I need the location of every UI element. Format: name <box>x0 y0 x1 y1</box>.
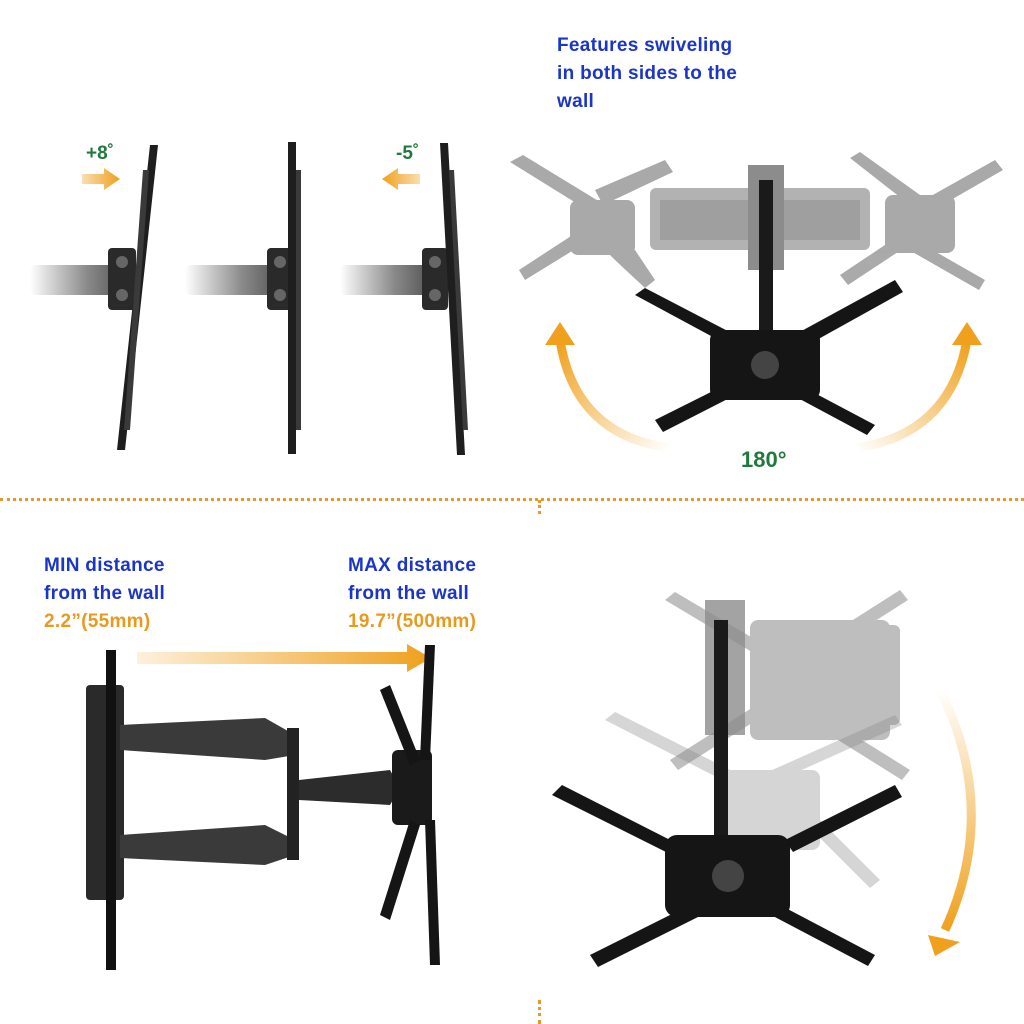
tilt-forward-arrow-icon <box>82 168 120 190</box>
swivel-caption-line-1: Features swiveling <box>557 35 733 56</box>
swivel-angle-label: 180° <box>741 447 787 472</box>
tilt-minus-label: -5˚ <box>396 143 420 164</box>
swivel-mount-image <box>510 152 1003 453</box>
max-distance-value: 19.7”(500mm) <box>348 611 477 632</box>
rotation-mount-image <box>552 590 976 967</box>
tilt-plus-label: +8˚ <box>86 143 114 164</box>
tilt-back-arrow-icon <box>382 168 420 190</box>
swivel-caption-line-3: wall <box>557 91 595 112</box>
swivel-caption-line-2: in both sides to the <box>557 63 738 84</box>
min-distance-line-1: MIN distance <box>44 555 165 576</box>
swivel-caption: Features swiveling in both sides to the … <box>557 32 737 116</box>
extended-arm-mount-image <box>86 645 440 970</box>
vertical-divider-top <box>538 500 541 514</box>
max-distance-line-2: from the wall <box>348 583 470 604</box>
distance-arrow-icon <box>137 644 431 672</box>
horizontal-divider <box>0 498 1024 501</box>
tilt-back-mount-image <box>340 143 468 455</box>
tilt-forward-mount-image <box>30 145 158 450</box>
min-distance-line-2: from the wall <box>44 583 166 604</box>
min-distance-value: 2.2”(55mm) <box>44 611 151 632</box>
vertical-divider-bottom <box>538 1000 541 1024</box>
min-distance-caption: MIN distance from the wall 2.2”(55mm) <box>44 552 165 636</box>
max-distance-caption: MAX distance from the wall 19.7”(500mm) <box>348 552 476 636</box>
max-distance-line-1: MAX distance <box>348 555 477 576</box>
tilt-neutral-mount-image <box>185 142 301 454</box>
